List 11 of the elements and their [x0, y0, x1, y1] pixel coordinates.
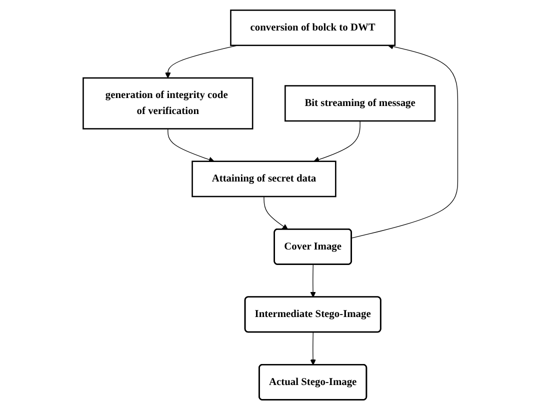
- arrow: [167, 128, 214, 162]
- arrow: [313, 120, 360, 162]
- arrow: [310, 332, 316, 366]
- node-box: Bit streaming of message: [284, 85, 436, 122]
- node-box: conversion of bolck to DWT: [230, 10, 396, 46]
- node-box: generation of integrity code of verification: [82, 77, 253, 130]
- arrow: [164, 45, 238, 78]
- arrow: [310, 264, 316, 298]
- arrow: [350, 44, 458, 238]
- node-box: Attaining of secret data: [191, 160, 336, 198]
- arrow: [263, 196, 288, 230]
